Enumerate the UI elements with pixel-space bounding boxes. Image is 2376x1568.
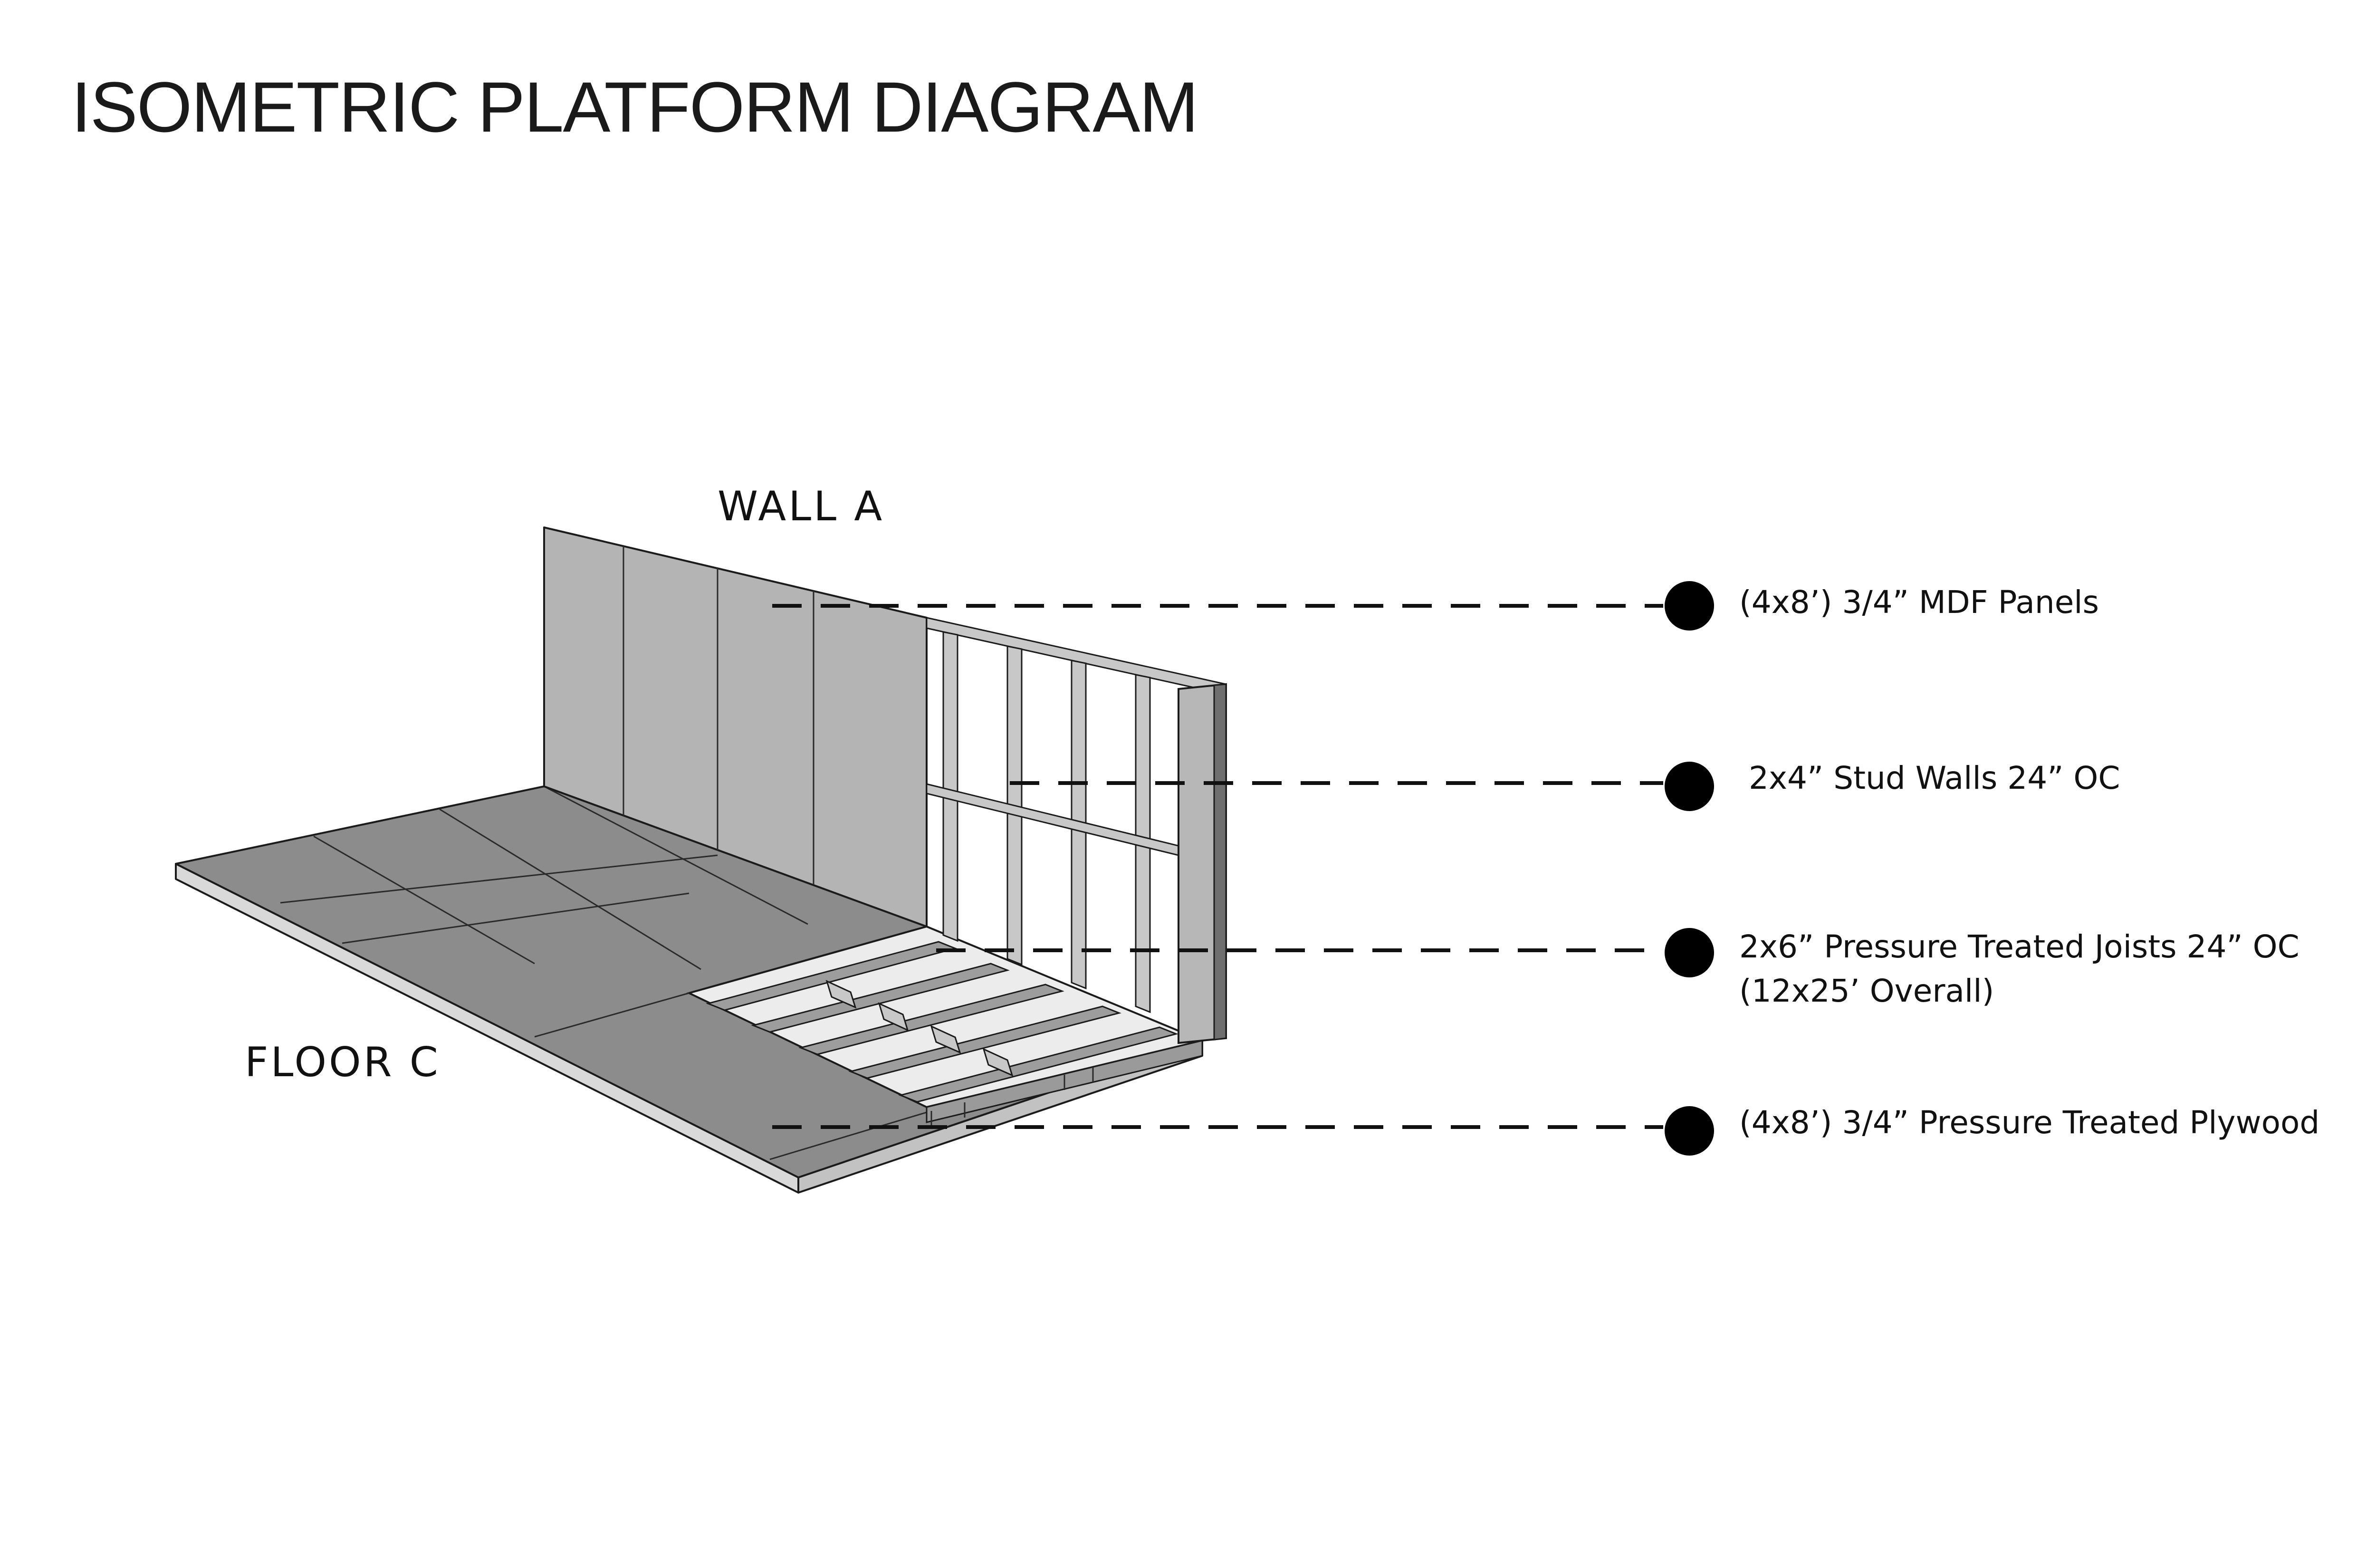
callout-bullet xyxy=(1665,1106,1714,1156)
callout-bullet xyxy=(1665,762,1714,811)
callout-label: 2x6” Pressure Treated Joists 24” OC xyxy=(1739,928,2299,965)
wall-end-cap xyxy=(1213,683,1227,1041)
plywood-seams xyxy=(280,785,932,1160)
callout-joists: 2x6” Pressure Treated Joists 24” OC (12x… xyxy=(936,928,2299,1009)
mdf-panel-seams xyxy=(623,546,814,885)
joist-blocking xyxy=(825,980,1014,1077)
rim-joist-seams xyxy=(930,1067,1094,1125)
blocking xyxy=(878,1002,909,1032)
callout-label: (4x8’) 3/4” Pressure Treated Plywood xyxy=(1739,1104,2319,1141)
mdf-panel-wall xyxy=(543,526,928,927)
joist xyxy=(898,1026,1178,1103)
callout-plywood: (4x8’) 3/4” Pressure Treated Plywood xyxy=(772,1104,2319,1156)
joist xyxy=(798,984,1064,1055)
callout-label-line-2: (12x25’ Overall) xyxy=(1739,973,1994,1009)
callout-mdf-panels: (4x8’) 3/4” MDF Panels xyxy=(772,581,2099,631)
blocking xyxy=(825,980,857,1009)
page-title: ISOMETRIC PLATFORM DIAGRAM xyxy=(71,67,1198,147)
blocking xyxy=(982,1048,1014,1077)
callout-label: (4x8’) 3/4” MDF Panels xyxy=(1739,584,2099,621)
floor-platform xyxy=(175,785,1206,1194)
callout-stud-walls: 2x4” Stud Walls 24” OC xyxy=(1010,760,2120,811)
wall-a-label: WALL A xyxy=(718,483,884,530)
joist xyxy=(751,963,1010,1033)
callout-label: 2x4” Stud Walls 24” OC xyxy=(1749,760,2120,796)
wall-assembly xyxy=(543,526,1227,1044)
floor-c-label: FLOOR C xyxy=(245,1039,441,1086)
stud-wall-frame xyxy=(926,631,1179,1013)
floor-joists xyxy=(706,941,1178,1103)
callout-bullet xyxy=(1665,581,1714,631)
joist xyxy=(848,1005,1121,1079)
blocking xyxy=(930,1025,961,1054)
stud xyxy=(942,631,958,942)
callout-bullet xyxy=(1665,928,1714,977)
